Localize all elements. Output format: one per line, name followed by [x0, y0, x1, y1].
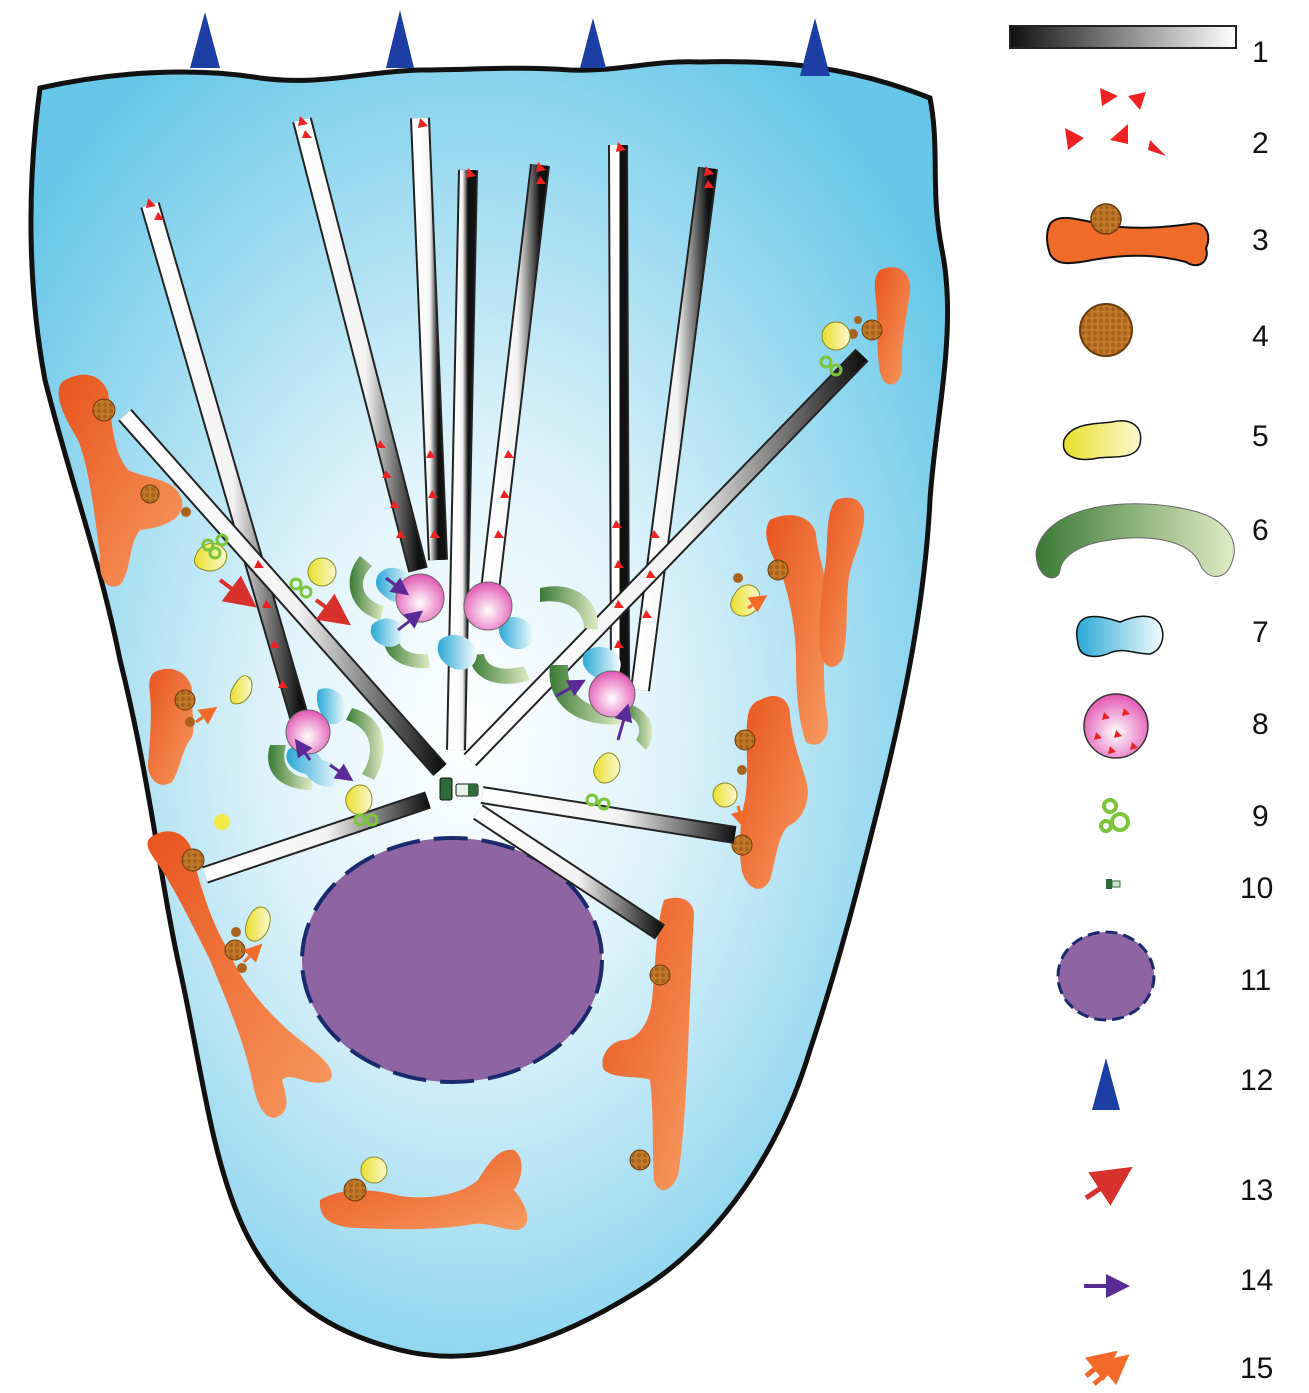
blue-triangle-icon [580, 18, 606, 68]
legend-number: 9 [1252, 800, 1269, 833]
pink-sphere [589, 671, 635, 717]
red-arrow-icon [1086, 1178, 1116, 1198]
yellow-body [214, 814, 230, 830]
yellow-body [308, 558, 336, 586]
centriole-icon [1106, 879, 1120, 889]
brown-vesicle-icon [175, 690, 195, 710]
pink-sphere [464, 582, 512, 630]
legend-number: 6 [1252, 514, 1269, 547]
legend-number: 5 [1252, 420, 1269, 453]
small-vesicle [181, 507, 191, 517]
legend-number: 12 [1240, 1064, 1273, 1097]
legend-number: 1 [1252, 36, 1269, 69]
brown-vesicle-icon [735, 730, 755, 750]
legend-number: 11 [1240, 964, 1271, 997]
orange-double-arrow-icon [1086, 1360, 1118, 1384]
small-vesicle [854, 316, 862, 324]
legend-number: 2 [1252, 127, 1269, 160]
microtubule-icon [1010, 26, 1236, 48]
blue-triangle-icon [800, 18, 830, 76]
legend-number: 7 [1252, 616, 1269, 649]
small-vesicle [733, 573, 743, 583]
blue-triangle-icon [386, 10, 414, 68]
brown-vesicle-icon [732, 835, 752, 855]
legend: 1 2 3 4 5 6 7 8 9 10 11 12 13 14 15 [1010, 26, 1273, 1385]
small-vesicle [237, 963, 247, 973]
legend-number: 15 [1240, 1352, 1273, 1385]
yellow-body [713, 783, 737, 807]
pink-sphere [396, 574, 444, 622]
pink-sphere [286, 710, 330, 754]
small-vesicle [231, 927, 241, 937]
brown-vesicle-icon [862, 320, 882, 340]
nucleus-icon [1058, 932, 1154, 1020]
small-vesicle [737, 765, 747, 775]
brown-vesicle-icon [141, 485, 159, 503]
brown-vesicle-icon [1080, 304, 1132, 356]
small-vesicle [185, 717, 195, 727]
pink-sphere-icon [1084, 694, 1148, 758]
blue-triangle-icon [1092, 1058, 1120, 1110]
brown-vesicle-icon [768, 560, 788, 580]
brown-vesicle-icon [225, 940, 245, 960]
legend-number: 13 [1240, 1174, 1273, 1207]
green-arc-icon [1036, 504, 1234, 578]
red-particles-icon [1065, 88, 1166, 156]
brown-vesicle-icon [650, 965, 670, 985]
blue-triangle-icon [190, 12, 220, 68]
legend-number: 10 [1240, 872, 1273, 905]
brown-vesicle-icon [630, 1150, 650, 1170]
brown-vesicle-icon [93, 399, 115, 421]
yellow-body [822, 322, 850, 350]
brown-vesicle-icon [182, 849, 204, 871]
mitochondrion-with-vesicle-icon [1047, 204, 1208, 265]
brown-vesicle-icon [344, 1179, 366, 1201]
legend-number: 4 [1252, 320, 1269, 353]
yellow-body [361, 1157, 387, 1183]
green-clover-icon [1101, 800, 1128, 831]
cyan-body-icon [1077, 616, 1163, 656]
yellow-body-icon [1063, 421, 1140, 460]
legend-number: 8 [1252, 708, 1269, 741]
legend-number: 3 [1252, 224, 1269, 257]
legend-number: 14 [1240, 1264, 1273, 1297]
